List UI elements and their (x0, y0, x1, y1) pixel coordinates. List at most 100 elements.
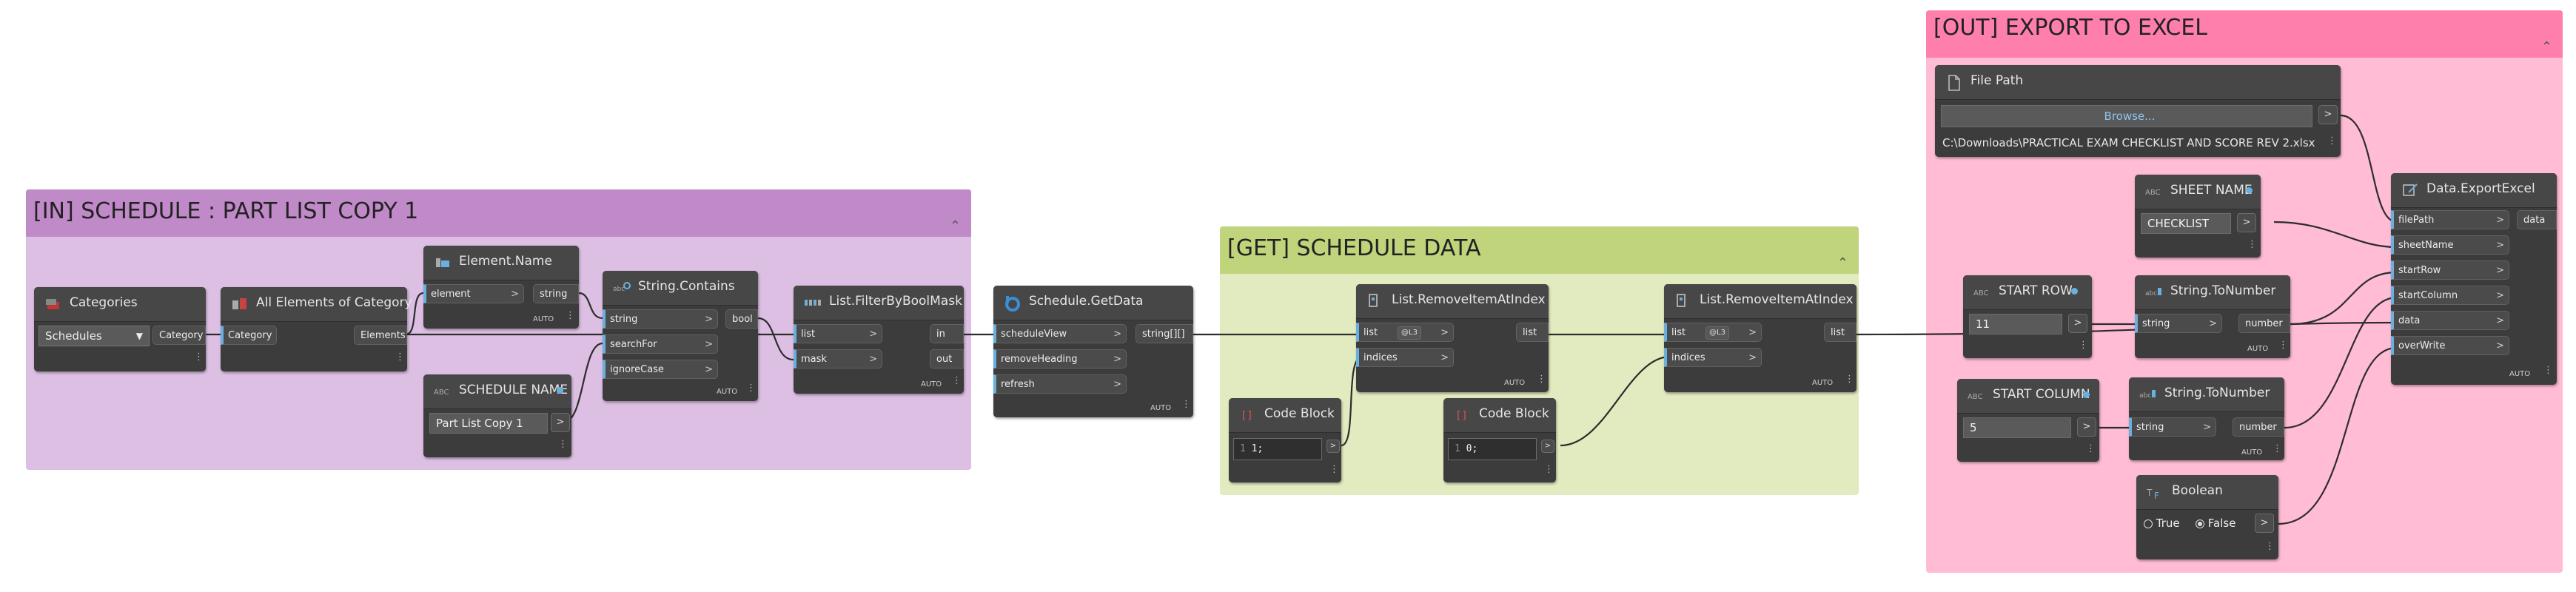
remove-item-node-2[interactable]: List.RemoveItemAtIndex list @L3 > indice… (1664, 284, 1856, 392)
input-port-list[interactable]: list @L3 > (1356, 323, 1454, 342)
input-port-string[interactable]: string> (2129, 417, 2216, 437)
output-port-in[interactable]: in (930, 324, 964, 343)
input-port-element[interactable]: element> (423, 284, 524, 303)
output-port-data[interactable]: data (2517, 210, 2557, 229)
output-port-string[interactable]: > (2077, 417, 2096, 437)
input-port-removeheading[interactable]: removeHeading> (993, 349, 1127, 369)
output-port-out[interactable]: out (930, 349, 964, 369)
list-level-badge[interactable]: @L3 (1705, 326, 1729, 340)
input-port-string[interactable]: string> (603, 309, 718, 329)
collapse-icon[interactable]: ⌃ (949, 218, 961, 234)
output-port-string[interactable]: > (551, 413, 570, 432)
input-port-list[interactable]: list> (794, 324, 882, 343)
true-radio[interactable]: True (2144, 517, 2180, 530)
input-port-refresh[interactable]: refresh> (993, 374, 1127, 394)
start-row-field[interactable]: 11 (1969, 314, 2062, 334)
input-port-list[interactable]: list @L3 > (1664, 323, 1762, 342)
output-port-string[interactable]: > (2068, 314, 2087, 333)
node-menu-icon[interactable]: ⋮ (395, 352, 405, 363)
node-menu-icon[interactable]: ⋮ (952, 375, 962, 386)
node-menu-icon[interactable]: ⋮ (1329, 464, 1339, 475)
collapse-icon[interactable]: ⌃ (1837, 255, 1848, 271)
input-port-string[interactable]: string> (2135, 314, 2222, 333)
node-menu-icon[interactable]: ⋮ (2086, 443, 2096, 454)
input-port-data[interactable]: data> (2391, 311, 2509, 330)
start-column-node[interactable]: ABC START COLUMN 5 > ⋮ (1957, 379, 2099, 462)
output-port-code[interactable]: > (1326, 440, 1340, 453)
input-port-startcolumn[interactable]: startColumn> (2391, 286, 2509, 305)
output-port-string-array[interactable]: string[][] (1136, 324, 1193, 343)
schedule-name-node[interactable]: ABC SCHEDULE NAME Part List Copy 1 > ⋮ (423, 374, 571, 457)
node-menu-icon[interactable]: ⋮ (2247, 239, 2257, 250)
input-port-startrow[interactable]: startRow> (2391, 260, 2509, 280)
input-port-searchfor[interactable]: searchFor> (603, 334, 718, 354)
node-title: Data.ExportExcel (2426, 181, 2535, 196)
categories-node[interactable]: Categories Schedules ▼ Category ⋮ (34, 287, 206, 371)
node-menu-icon[interactable]: ⋮ (2543, 365, 2553, 376)
node-menu-icon[interactable]: ⋮ (746, 383, 756, 394)
category-dropdown[interactable]: Schedules ▼ (38, 326, 150, 346)
output-port-string[interactable]: string (533, 284, 579, 303)
output-port-number[interactable]: number (2238, 314, 2290, 333)
node-title: Categories (70, 295, 138, 310)
output-port-number[interactable]: number (2233, 417, 2284, 437)
output-port-list[interactable]: list (1516, 323, 1549, 342)
node-header: [] Code Block (1443, 398, 1556, 433)
all-elements-node[interactable]: All Elements of Category Category Elemen… (221, 287, 412, 371)
input-port-mask[interactable]: mask> (794, 349, 882, 369)
to-number-node-2[interactable]: abc String.ToNumber string> number AUTO … (2129, 377, 2284, 460)
node-menu-icon[interactable]: ⋮ (2278, 340, 2288, 351)
remove-item-node-1[interactable]: List.RemoveItemAtIndex list @L3 > indice… (1356, 284, 1549, 392)
node-menu-icon[interactable]: ⋮ (194, 352, 204, 363)
output-port-category[interactable]: Category (152, 326, 206, 345)
node-menu-icon[interactable]: ⋮ (2327, 135, 2337, 147)
node-menu-icon[interactable]: ⋮ (2265, 541, 2275, 552)
node-menu-icon[interactable]: ⋮ (1845, 374, 1854, 385)
input-port-sheetname[interactable]: sheetName> (2391, 235, 2509, 255)
output-port-code[interactable]: > (1541, 440, 1554, 453)
code-block-node-2[interactable]: [] Code Block 1 0; > ⋮ (1443, 398, 1556, 482)
browse-button[interactable]: Browse... (1941, 105, 2312, 127)
input-port-filepath[interactable]: filePath> (2391, 210, 2509, 229)
sheet-name-field[interactable]: CHECKLIST (2141, 213, 2231, 234)
file-path-node[interactable]: File Path Browse... > C:\Downloads\PRACT… (1935, 65, 2341, 157)
filter-bool-mask-node[interactable]: List.FilterByBoolMask list> mask> in out… (794, 286, 964, 394)
output-port-path[interactable]: > (2318, 105, 2338, 124)
node-menu-icon[interactable]: ⋮ (2273, 443, 2282, 454)
output-port-list[interactable]: list (1824, 323, 1856, 342)
sheet-name-node[interactable]: ABC SHEET NAME CHECKLIST > ⋮ (2135, 175, 2261, 258)
node-menu-icon[interactable]: ⋮ (1537, 374, 1546, 385)
string-contains-node[interactable]: abc String.Contains string> searchFor> i… (603, 271, 758, 401)
input-port-scheduleview[interactable]: scheduleView> (993, 324, 1127, 343)
output-port-string[interactable]: > (2237, 213, 2256, 232)
port-label: in (936, 329, 945, 340)
output-port-bool[interactable]: > (2255, 514, 2274, 533)
node-menu-icon[interactable]: ⋮ (1181, 399, 1191, 410)
code-block-node-1[interactable]: [] Code Block 1 1; > ⋮ (1229, 398, 1341, 482)
input-port-ignorecase[interactable]: ignoreCase> (603, 360, 718, 379)
export-excel-node[interactable]: Data.ExportExcel filePath> sheetName> st… (2391, 173, 2557, 385)
node-menu-icon[interactable]: ⋮ (558, 439, 568, 450)
input-port-indices[interactable]: indices> (1356, 348, 1454, 367)
node-menu-icon[interactable]: ⋮ (566, 310, 575, 321)
list-level-badge[interactable]: @L3 (1398, 326, 1421, 340)
input-port-category[interactable]: Category (221, 326, 277, 345)
code-editor[interactable]: 1 0; (1448, 438, 1537, 460)
output-port-bool[interactable]: bool (725, 309, 758, 329)
output-port-elements[interactable]: Elements (354, 326, 407, 345)
start-row-node[interactable]: ABC START ROW 11 > ⋮ (1963, 275, 2092, 358)
start-column-field[interactable]: 5 (1963, 417, 2071, 438)
input-port-indices[interactable]: indices> (1664, 348, 1762, 367)
radio-unchecked-icon (2144, 519, 2153, 528)
schedule-getdata-node[interactable]: Schedule.GetData scheduleView> removeHea… (993, 286, 1193, 417)
element-name-node[interactable]: Element.Name element> string AUTO ⋮ (423, 246, 579, 329)
node-menu-icon[interactable]: ⋮ (2079, 340, 2088, 351)
input-port-overwrite[interactable]: overWrite> (2391, 336, 2509, 355)
schedule-name-field[interactable]: Part List Copy 1 (429, 413, 548, 434)
node-menu-icon[interactable]: ⋮ (1544, 464, 1554, 475)
false-radio[interactable]: False (2196, 517, 2235, 530)
code-editor[interactable]: 1 1; (1233, 438, 1322, 460)
collapse-icon[interactable]: ⌃ (2540, 39, 2552, 55)
to-number-node-1[interactable]: abc String.ToNumber string> number AUTO … (2135, 275, 2290, 358)
